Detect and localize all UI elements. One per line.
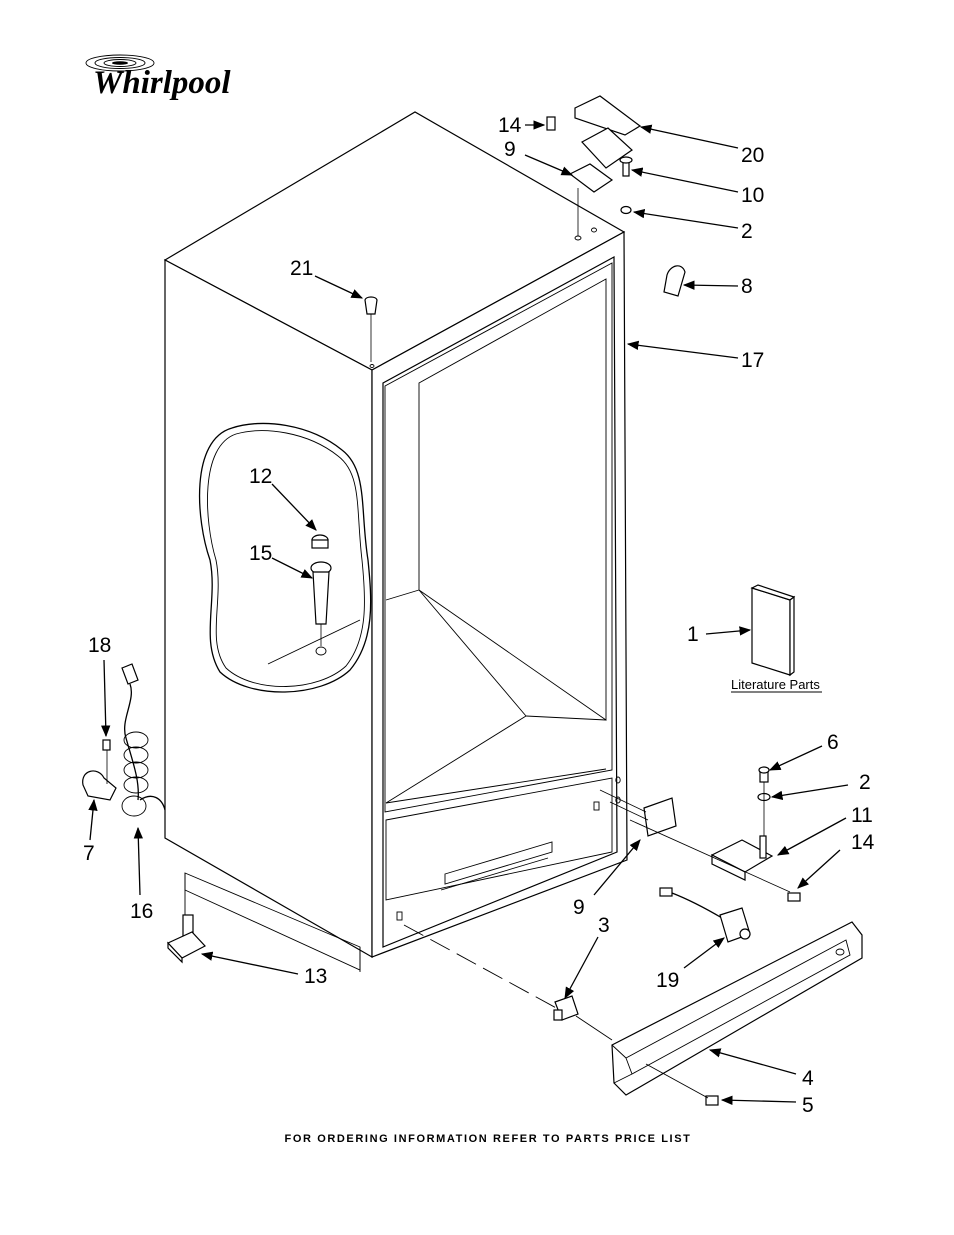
toe-grille: [611, 921, 863, 1096]
callout-20: 20: [741, 144, 764, 167]
hinge-shim-top: [568, 163, 614, 193]
callout-9: 9: [504, 138, 516, 161]
callout-16: 16: [130, 900, 153, 923]
hole-plug-part: [364, 296, 378, 315]
callout-14-lower: 14: [851, 831, 875, 854]
callout-17: 17: [741, 349, 764, 372]
callout-5: 5: [802, 1094, 814, 1117]
leader-arrows: [88, 120, 849, 1105]
washer-icon: [620, 205, 632, 215]
callout-2-lower: 2: [859, 771, 871, 794]
screw-icon: [546, 116, 556, 131]
callout-labels: 14 9 20 10 2 8 21 17 12 15 1 18 6 2 11 1…: [83, 114, 875, 1117]
callout-7: 7: [83, 842, 95, 865]
callout-2: 2: [741, 220, 753, 243]
door-stop-clip: [663, 265, 686, 297]
leveling-leg: [166, 914, 206, 964]
callout-4: 4: [802, 1067, 814, 1090]
callout-11: 11: [851, 804, 873, 827]
callout-9-lower: 9: [573, 896, 585, 919]
callout-1: 1: [687, 623, 699, 646]
top-hinge-assembly: [364, 95, 686, 362]
bottom-hinge-assembly: [629, 766, 801, 902]
hinge-cover-part: [574, 95, 642, 136]
grille-clip: [553, 995, 579, 1021]
shelf-support-parts: [310, 534, 332, 646]
literature-label: Literature Parts: [731, 677, 820, 692]
callout-3: 3: [598, 914, 610, 937]
cord-clamp-part: [82, 770, 117, 801]
callout-19: 19: [656, 969, 679, 992]
callout-18: 18: [88, 634, 111, 657]
callout-21: 21: [290, 257, 313, 280]
cabinet-body: [163, 111, 628, 972]
callout-12: 12: [249, 465, 272, 488]
callout-6: 6: [827, 731, 839, 754]
switch-harness: [659, 887, 751, 943]
brand-logo: Whirlpool: [85, 54, 231, 101]
grille-screw: [705, 1095, 719, 1106]
cutaway-view: [199, 422, 372, 693]
callout-13: 13: [304, 965, 327, 988]
callout-10: 10: [741, 184, 764, 207]
callout-8: 8: [741, 275, 753, 298]
callout-14: 14: [498, 114, 522, 137]
footer-note: FOR ORDERING INFORMATION REFER TO PARTS …: [285, 1133, 692, 1145]
whirlpool-swirl-icon: [85, 54, 155, 72]
callout-15: 15: [249, 542, 272, 565]
brand-name: Whirlpool: [93, 65, 231, 101]
literature-booklet: Literature Parts: [731, 584, 822, 693]
power-cord-assembly: [82, 663, 166, 817]
